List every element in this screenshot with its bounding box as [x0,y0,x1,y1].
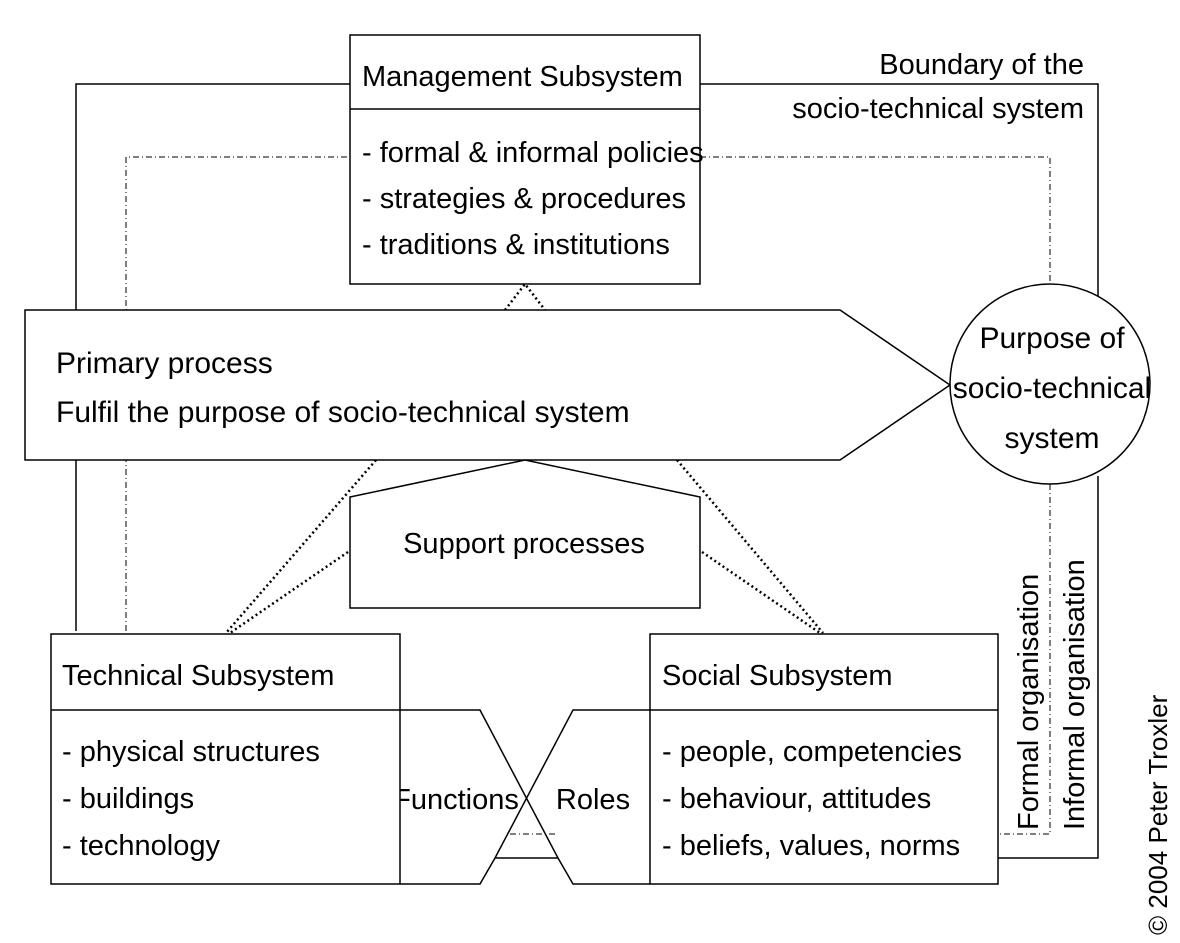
purpose-line3: system [1004,422,1099,455]
management-item: - formal & informal policies [362,137,704,169]
technical-item: - buildings [62,783,194,815]
purpose-line1: Purpose of [979,322,1125,355]
social-title: Social Subsystem [662,660,893,692]
management-item: - strategies & procedures [362,183,686,215]
technical-item: - technology [62,830,220,862]
social-subsystem: Social Subsystem - people, competencies … [649,633,999,885]
primary-process-description: Fulfil the purpose of socio-technical sy… [56,396,630,429]
management-title: Management Subsystem [362,61,683,93]
copyright-notice: © 2004 Peter Troxler [1143,694,1173,935]
roles-label: Roles [556,784,630,816]
boundary-label-line1: Boundary of the [879,49,1084,81]
social-item: - beliefs, values, norms [662,830,960,862]
social-item: - people, competencies [662,736,962,768]
social-item: - behaviour, attitudes [662,783,931,815]
technical-title: Technical Subsystem [62,660,334,692]
purpose-circle: Purpose of socio-technical system [949,283,1151,485]
boundary-label-line2: socio-technical system [792,93,1084,125]
management-subsystem: Management Subsystem - formal & informal… [349,34,704,285]
informal-organisation-boundary [125,156,1051,835]
primary-process-title: Primary process [56,347,273,380]
informal-organisation-label: Informal organisation [1059,559,1091,830]
management-item: - traditions & institutions [362,229,670,261]
formal-organisation-label: Formal organisation [1013,574,1045,830]
technical-item: - physical structures [62,736,320,768]
support-processes-box: Support processes [349,459,701,609]
functions-roles-link [400,709,650,885]
purpose-line2: socio-technical [953,372,1151,405]
functions-label: Functions [393,784,519,816]
support-processes-label: Support processes [403,528,645,560]
technical-subsystem: Technical Subsystem - physical structure… [50,633,401,885]
primary-process-arrow: Primary process Fulfil the purpose of so… [24,309,952,461]
dotted-connectors [225,281,824,635]
